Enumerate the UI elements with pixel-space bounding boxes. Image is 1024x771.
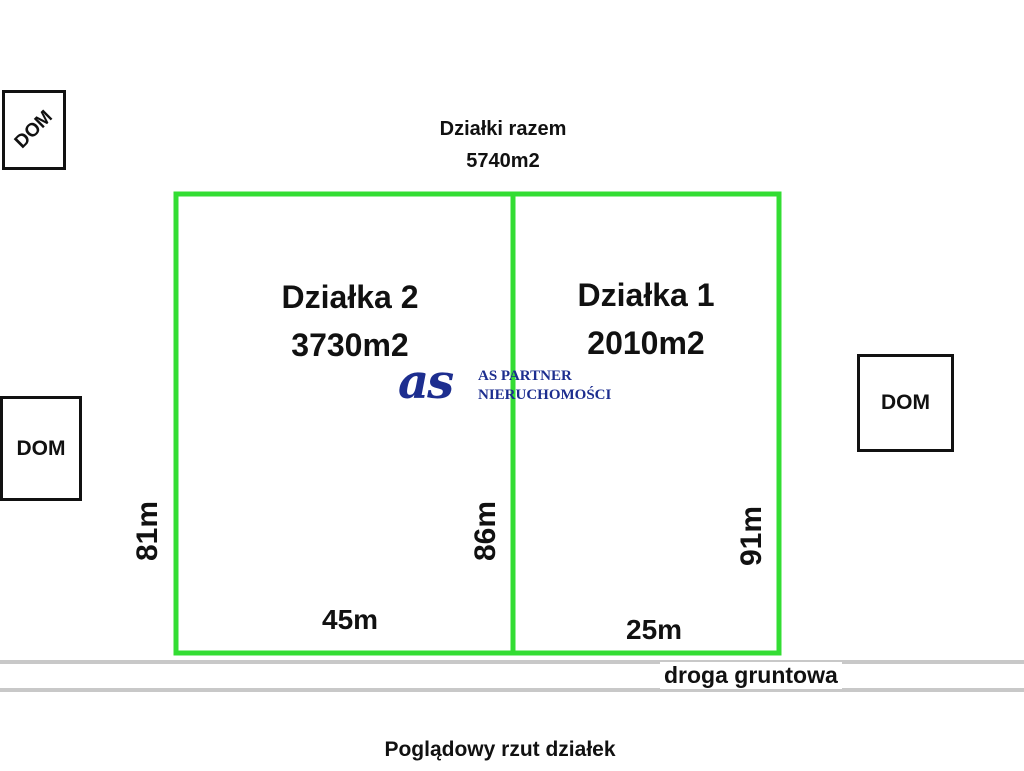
dim-right-side: 91m: [735, 505, 768, 566]
house-label: DOM: [881, 391, 930, 414]
caption: Poglądowy rzut działek: [384, 738, 616, 761]
road-label: droga gruntowa: [660, 662, 842, 689]
dim-left-side: 81m: [131, 500, 164, 561]
total-area: 5740m2: [466, 150, 540, 172]
plot-1-area: 2010m2: [587, 325, 705, 361]
logo-mark: as: [398, 354, 454, 410]
road-line-bottom: [0, 688, 1024, 692]
logo-line2: NIERUCHOMOŚCI: [478, 387, 612, 403]
logo-text: AS PARTNER NIERUCHOMOŚCI: [478, 367, 611, 405]
plot-2-label: Działka 2 3730m2: [230, 273, 470, 369]
house-label: DOM: [16, 436, 66, 460]
plot-1-label: Działka 1 2010m2: [526, 271, 766, 367]
total-title: Działki razem: [439, 118, 567, 140]
dim-plot2-width: 45m: [322, 604, 379, 635]
house-top-left: DOM: [2, 90, 66, 170]
plot-2-border: [173, 191, 516, 656]
plot-1-border: [510, 191, 782, 656]
road-line-top: [0, 660, 1024, 664]
house-left: DOM: [0, 396, 82, 501]
house-right: DOM: [857, 354, 954, 452]
dim-plot1-width: 25m: [626, 614, 683, 645]
dim-middle-side: 86m: [469, 500, 502, 561]
plot-1-name: Działka 1: [577, 277, 715, 313]
plot-2-name: Działka 2: [281, 279, 419, 315]
logo-line1: AS PARTNER: [478, 368, 572, 384]
plot-2-area: 3730m2: [291, 327, 409, 363]
